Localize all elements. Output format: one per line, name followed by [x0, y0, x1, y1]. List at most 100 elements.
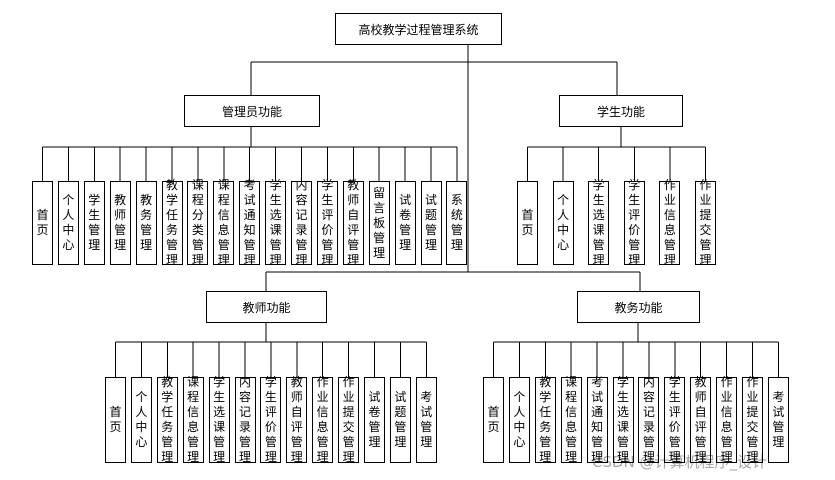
academic-item-box: 个人中心 — [508, 377, 530, 463]
teacher-item-box: 作业提交管理 — [338, 375, 360, 464]
teacher-item-box: 试卷管理 — [364, 377, 385, 463]
admin-item-box: 教学任务管理 — [161, 178, 183, 267]
admin-item-label: 教务管理 — [140, 193, 153, 252]
admin-item-box: 首页 — [32, 181, 53, 265]
teacher-item-box: 教师自评管理 — [286, 375, 308, 464]
admin-item-box: 学生评价管理 — [316, 178, 338, 267]
academic-item-box: 内容记录管理 — [638, 375, 660, 464]
admin-item-box: 课程分类管理 — [187, 178, 209, 267]
admin-item-box: 教师管理 — [109, 181, 131, 265]
admin-item-box: 内容记录管理 — [291, 178, 312, 267]
teacher-item-label: 首页 — [109, 405, 122, 434]
teacher-item-label: 作业信息管理 — [316, 375, 329, 464]
student-item-label: 首页 — [521, 208, 534, 237]
teacher-item-label: 内容记录管理 — [238, 375, 251, 464]
admin-item-label: 教师自评管理 — [347, 178, 360, 267]
academic-item-label: 作业提交管理 — [746, 375, 759, 464]
academic-item-label: 内容记录管理 — [642, 375, 655, 464]
student-item-label: 作业信息管理 — [663, 178, 676, 267]
admin-item-label: 学生管理 — [88, 193, 101, 252]
student-item-label: 学生选课管理 — [592, 178, 605, 267]
teacher-item-label: 试卷管理 — [368, 390, 381, 449]
admin-item-label: 试卷管理 — [399, 193, 412, 252]
admin-item-label: 留言板管理 — [373, 185, 386, 260]
teacher-item-box: 学生评价管理 — [260, 375, 282, 464]
academic-item-box: 考试管理 — [767, 377, 789, 463]
admin-item-label: 教学任务管理 — [165, 178, 178, 267]
teacher-item-label: 个人中心 — [135, 390, 148, 449]
academic-item-label: 考试通知管理 — [591, 375, 604, 464]
teacher-item-label: 作业提交管理 — [342, 375, 355, 464]
teacher-item-label: 教师自评管理 — [290, 375, 303, 464]
root-node: 高校教学过程管理系统 — [335, 13, 502, 45]
admin-item-box: 系统管理 — [446, 181, 468, 265]
academic-item-box: 教师自评管理 — [690, 375, 712, 464]
teacher-node: 教师功能 — [206, 291, 327, 323]
admin-item-label: 个人中心 — [62, 193, 75, 252]
admin-item-box: 留言板管理 — [368, 181, 390, 265]
admin-item-label: 试题管理 — [424, 193, 437, 252]
teacher-item-label: 教学任务管理 — [161, 375, 174, 464]
admin-item-box: 个人中心 — [57, 181, 79, 265]
admin-item-box: 教师自评管理 — [342, 178, 364, 267]
student-item-box: 首页 — [517, 181, 538, 265]
academic-item-label: 个人中心 — [513, 390, 526, 449]
teacher-item-box: 教学任务管理 — [156, 375, 178, 464]
teacher-item-label: 课程信息管理 — [187, 375, 200, 464]
teacher-item-label: 学生评价管理 — [264, 375, 277, 464]
teacher-item-box: 首页 — [105, 377, 126, 463]
academic-item-box: 首页 — [483, 377, 504, 463]
academic-item-label: 学生选课管理 — [616, 375, 629, 464]
academic-item-box: 作业提交管理 — [742, 375, 763, 464]
academic-item-label: 课程信息管理 — [565, 375, 578, 464]
admin-item-label: 教师管理 — [114, 193, 127, 252]
admin-item-label: 课程分类管理 — [191, 178, 204, 267]
admin-node: 管理员功能 — [184, 95, 320, 127]
academic-item-label: 教学任务管理 — [539, 375, 552, 464]
admin-item-box: 教务管理 — [135, 181, 157, 265]
admin-item-label: 系统管理 — [450, 193, 463, 252]
admin-item-label: 考试通知管理 — [243, 178, 256, 267]
teacher-item-box: 内容记录管理 — [234, 375, 256, 464]
student-item-label: 作业提交管理 — [699, 178, 712, 267]
teacher-item-label: 学生选课管理 — [213, 375, 226, 464]
student-item-box: 学生选课管理 — [588, 178, 610, 267]
admin-item-box: 学生选课管理 — [265, 178, 287, 267]
admin-item-label: 内容记录管理 — [295, 178, 308, 267]
academic-item-label: 学生评价管理 — [668, 375, 681, 464]
academic-item-box: 教学任务管理 — [534, 375, 556, 464]
academic-item-label: 考试管理 — [772, 390, 785, 449]
teacher-item-label: 试题管理 — [394, 390, 407, 449]
watermark: CSDN @计算机程序_设计 — [592, 453, 768, 471]
academic-item-label: 首页 — [487, 405, 500, 434]
student-item-box: 作业提交管理 — [695, 178, 716, 267]
student-item-box: 学生评价管理 — [623, 178, 645, 267]
admin-item-box: 考试通知管理 — [239, 178, 261, 267]
teacher-item-box: 试题管理 — [389, 377, 411, 463]
academic-node: 教务功能 — [577, 291, 700, 323]
student-item-label: 个人中心 — [557, 193, 570, 252]
academic-item-box: 学生选课管理 — [612, 375, 634, 464]
academic-item-box: 学生评价管理 — [664, 375, 686, 464]
admin-item-box: 学生管理 — [83, 181, 105, 265]
admin-item-box: 试卷管理 — [394, 181, 416, 265]
admin-item-label: 首页 — [36, 208, 49, 237]
teacher-item-box: 个人中心 — [130, 377, 152, 463]
admin-item-box: 课程信息管理 — [213, 178, 235, 267]
teacher-item-label: 考试管理 — [420, 390, 433, 449]
admin-item-box: 试题管理 — [420, 181, 442, 265]
student-item-box: 个人中心 — [552, 181, 574, 265]
admin-item-label: 学生评价管理 — [321, 178, 334, 267]
teacher-item-box: 学生选课管理 — [208, 375, 230, 464]
student-item-label: 学生评价管理 — [628, 178, 641, 267]
academic-item-box: 课程信息管理 — [560, 375, 582, 464]
academic-item-box: 作业信息管理 — [716, 375, 738, 464]
academic-item-label: 作业信息管理 — [720, 375, 733, 464]
teacher-item-box: 课程信息管理 — [182, 375, 204, 464]
teacher-item-box: 考试管理 — [415, 377, 437, 463]
admin-item-label: 课程信息管理 — [217, 178, 230, 267]
admin-item-label: 学生选课管理 — [269, 178, 282, 267]
student-node: 学生功能 — [559, 95, 683, 127]
